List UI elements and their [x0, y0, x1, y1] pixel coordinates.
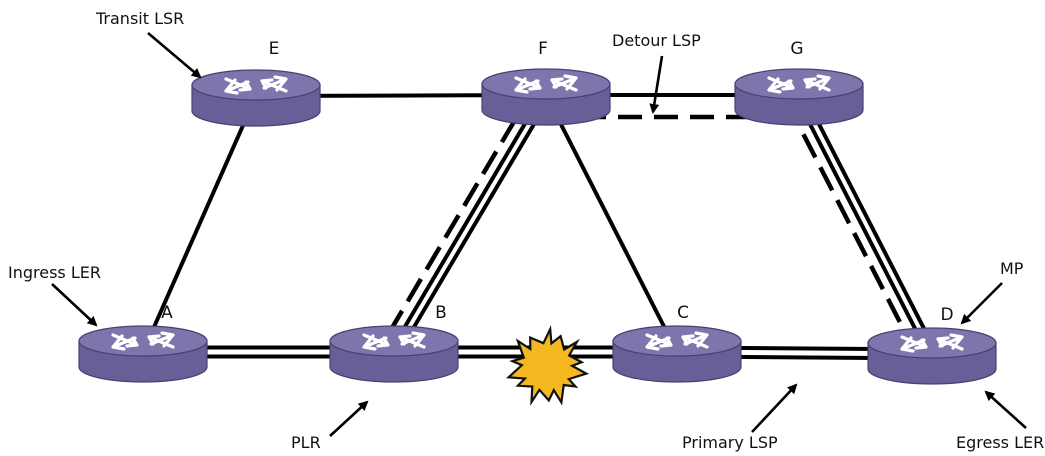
plr-label: PLR	[291, 433, 321, 452]
plr-arrow	[329, 400, 369, 437]
router-arrows-icon	[111, 331, 175, 351]
transit-lsr-label: Transit LSR	[95, 9, 184, 28]
detour-lsp-label: Detour LSP	[612, 31, 701, 50]
router-c-letter: C	[677, 303, 689, 323]
router-arrows-icon	[900, 333, 964, 353]
link-g-d-line-1	[794, 95, 931, 357]
primary-lsp-label: Primary LSP	[682, 433, 778, 452]
egress-ler-arrow	[984, 390, 1027, 429]
router-a: A	[78, 303, 208, 383]
link-f-b-line-1	[389, 92, 545, 352]
failure-layer	[505, 324, 590, 407]
router-arrows-icon	[224, 75, 288, 95]
detour-lsp-arrow	[649, 55, 664, 114]
router-d: D	[867, 305, 997, 385]
router-arrows-icon	[514, 74, 578, 94]
router-f: F	[481, 39, 611, 126]
link-g-d	[784, 92, 938, 362]
router-arrows-icon	[767, 74, 831, 94]
link-f-c-line	[544, 94, 679, 353]
router-top	[612, 325, 742, 357]
router-g: G	[734, 39, 864, 126]
link-f-b-detour-dash	[380, 86, 536, 347]
link-e-a	[141, 95, 258, 353]
primary-lsp-arrow	[751, 383, 798, 433]
router-top	[481, 68, 611, 100]
router-arrows-icon	[362, 331, 426, 351]
router-top	[191, 69, 321, 101]
router-g-letter: G	[790, 39, 803, 59]
router-b: B	[329, 303, 459, 383]
router-top	[867, 327, 997, 359]
router-d-letter: D	[940, 305, 953, 325]
router-top	[329, 325, 459, 357]
ingress-ler-label: Ingress LER	[8, 263, 101, 282]
link-g-d-detour-dash	[784, 100, 922, 362]
link-g-d-line-2	[801, 92, 938, 353]
router-arrows-icon	[645, 331, 709, 351]
mp-arrow	[960, 282, 1003, 325]
link-f-b-line-2	[396, 96, 552, 356]
router-e-letter: E	[269, 39, 280, 59]
failure-burst-icon	[505, 324, 590, 407]
router-c: C	[612, 303, 742, 383]
mp-label: MP	[1000, 259, 1024, 278]
routers-layer: A B C D E F G	[78, 39, 997, 385]
link-e-a-line	[141, 95, 258, 353]
router-a-letter: A	[161, 303, 173, 323]
router-f-letter: F	[538, 39, 548, 59]
router-e: E	[191, 39, 321, 127]
ingress-ler-arrow	[51, 283, 98, 327]
router-top	[78, 325, 208, 357]
router-b-letter: B	[435, 303, 447, 323]
callout-arrows	[51, 32, 1027, 437]
router-top	[734, 68, 864, 100]
transit-lsr-arrow	[147, 32, 202, 79]
links-layer	[141, 86, 938, 362]
link-f-b	[380, 86, 552, 356]
egress-ler-label: Egress LER	[956, 433, 1044, 452]
link-f-c	[544, 94, 679, 353]
